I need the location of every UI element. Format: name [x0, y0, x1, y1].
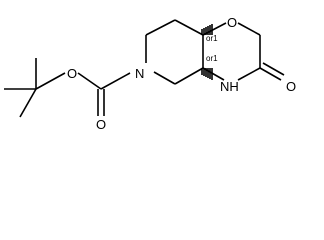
- bond-lower-ch2-to-n: [153, 71, 176, 85]
- lower-stereo-label: or1: [206, 54, 218, 63]
- bond-top-ch2-to-upper-ring-fusion: [174, 19, 204, 36]
- molecule-structure: O O N O NH O or1 or1: [4, 15, 296, 132]
- bond-tbutyl-to-ester-o: [35, 72, 66, 90]
- bond-upper-ch2-to-top-ch2: [145, 19, 176, 36]
- bond-ring-o-to-ch2: [237, 22, 261, 36]
- boc-carbonyl-oxygen-label: O: [96, 117, 106, 132]
- bond-carbonyl-c-to-nh: [237, 67, 261, 81]
- ring-oxygen-label: O: [227, 15, 237, 30]
- bond-tbutyl-down: [19, 88, 37, 118]
- upper-hashed-stereo-bond: [201, 24, 213, 35]
- structure-canvas: O O N O NH O or1 or1: [4, 15, 296, 132]
- lower-hashed-stereo-bond: [201, 68, 213, 80]
- carbonyl-oxygen-label: O: [286, 79, 296, 94]
- ester-oxygen-label: O: [67, 66, 77, 81]
- bond-ester-o-to-boc-c: [77, 72, 102, 90]
- stereo-bonds: [201, 24, 213, 80]
- bond-lower-fusion-to-lower-ch2: [174, 67, 204, 85]
- bond-layer: [4, 19, 285, 118]
- bond-lactam-carbonyl-1: [259, 67, 282, 81]
- bond-lactam-carbonyl-2: [262, 62, 285, 76]
- amide-nh-label: NH: [220, 79, 239, 94]
- amine-n-label: N: [135, 66, 144, 81]
- bond-boc-c-to-n: [100, 72, 131, 90]
- bond-upper-fusion-to-ring-o: [202, 22, 227, 36]
- atom-label-layer: O O N O NH O or1 or1: [67, 15, 296, 132]
- upper-stereo-label: or1: [206, 34, 218, 43]
